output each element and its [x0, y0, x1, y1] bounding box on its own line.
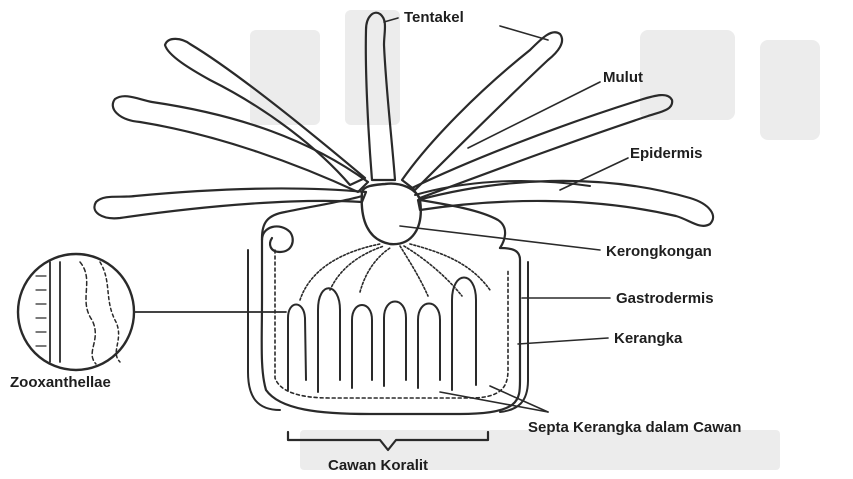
septa	[288, 244, 490, 392]
mouth-outline	[362, 184, 421, 245]
watermark	[250, 10, 820, 470]
label-gastrodermis: Gastrodermis	[616, 290, 714, 307]
skeleton-right	[500, 262, 528, 412]
label-zooxanthellae: Zooxanthellae	[10, 374, 111, 391]
label-kerongkongan: Kerongkongan	[606, 243, 712, 260]
septum-3	[352, 305, 372, 388]
tentacle-lower-left	[262, 226, 293, 252]
inset-cells-2	[100, 262, 120, 362]
label-mulut: Mulut	[603, 69, 643, 86]
leader-epidermis	[560, 158, 628, 190]
leader-kerangka	[518, 338, 608, 344]
mesentery-filaments	[300, 244, 490, 300]
body-wall-left	[262, 238, 520, 414]
inset-cells	[80, 262, 96, 364]
septum-5	[418, 304, 440, 389]
label-septa: Septa Kerangka dalam Cawan	[528, 419, 741, 436]
septum-6	[452, 278, 476, 391]
mouth-pharynx	[362, 184, 421, 245]
septum-1	[288, 305, 306, 391]
label-tentakel: Tentakel	[404, 9, 464, 26]
leader-mulut	[468, 82, 600, 148]
tentacle-left	[113, 96, 368, 192]
label-kerangka: Kerangka	[614, 330, 683, 347]
zooxanthellae-inset	[18, 254, 286, 370]
label-cawan-koralit: Cawan Koralit	[328, 457, 428, 474]
label-epidermis: Epidermis	[630, 145, 703, 162]
septum-4	[384, 302, 406, 387]
septum-2	[318, 288, 340, 392]
inset-hatching	[36, 276, 46, 346]
tentacle-upper-right	[402, 32, 562, 190]
leader-tentakel-b	[500, 26, 548, 40]
tentacles	[94, 13, 713, 252]
